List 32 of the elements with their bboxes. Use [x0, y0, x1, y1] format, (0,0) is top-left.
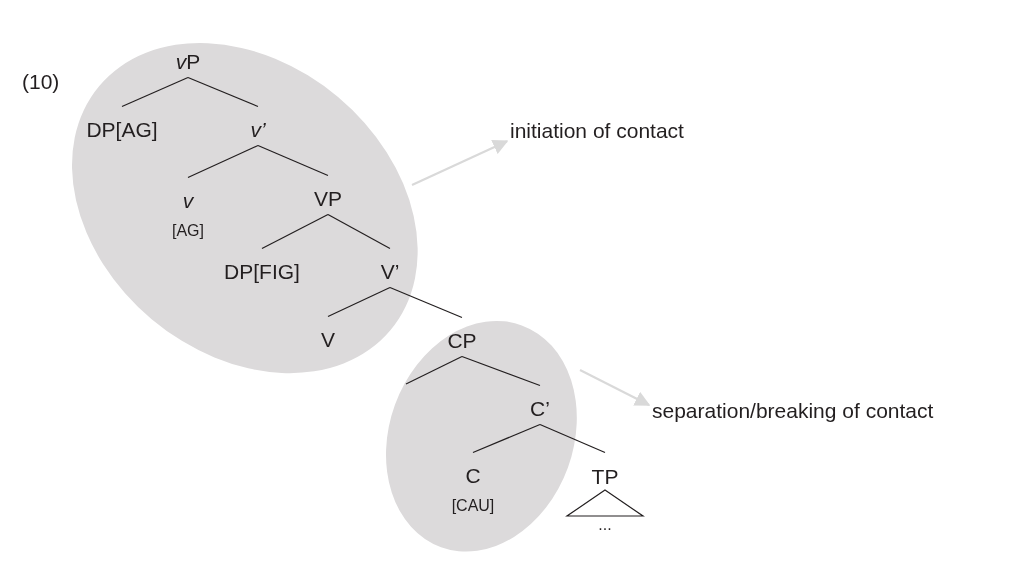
- tree-branch: [257, 144, 329, 177]
- tree-branch: [327, 286, 391, 318]
- category-label: V: [320, 327, 335, 353]
- example-number: (10): [22, 69, 60, 94]
- category-label: V’: [380, 259, 400, 285]
- ellipsis-text: ...: [598, 514, 612, 535]
- category-label: v: [182, 188, 194, 214]
- annotation-text: initiation of contact: [510, 117, 684, 143]
- tree-branch: [261, 213, 329, 250]
- category-label: DP[FIG]: [224, 259, 300, 285]
- category-label: C: [465, 463, 481, 489]
- tree-branch: [539, 423, 606, 454]
- tree-branch: [461, 355, 541, 387]
- category-label: vP: [175, 49, 201, 75]
- tree-branch: [327, 213, 391, 250]
- category-label: TP: [591, 463, 619, 489]
- feature-label: [CAU]: [451, 496, 495, 517]
- tree-branch: [405, 355, 463, 385]
- category-label: DP[AG]: [86, 117, 158, 143]
- tree-branch: [472, 423, 541, 454]
- tree-branch: [389, 286, 463, 319]
- tree-branch: [121, 76, 189, 108]
- feature-label: [AG]: [171, 221, 204, 242]
- arrow: [579, 369, 651, 406]
- annotation-text: separation/breaking of contact: [652, 397, 934, 423]
- arrow: [411, 140, 509, 186]
- category-label: VP: [313, 186, 342, 212]
- category-label: v’: [250, 117, 266, 143]
- category-label: CP: [447, 328, 477, 354]
- category-label: C’: [530, 396, 550, 422]
- tree-branch: [187, 76, 259, 108]
- tree-branch: [187, 144, 259, 179]
